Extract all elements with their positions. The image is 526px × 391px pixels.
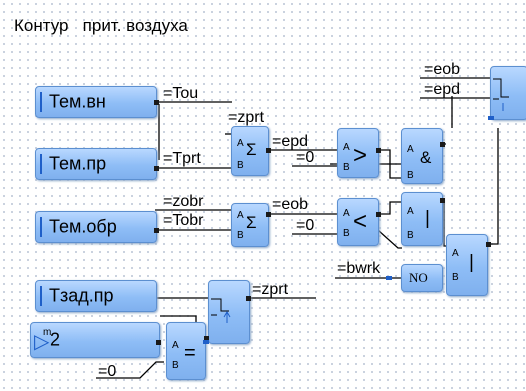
pin-connector <box>376 212 381 217</box>
pin-connector <box>386 276 392 280</box>
input-block-tzad-pr[interactable]: Тзад.пр <box>35 280 157 312</box>
input-label: Тем.вн <box>49 91 106 112</box>
wire-label: =epd <box>424 81 461 98</box>
pin-b-label: B <box>237 160 244 171</box>
wire <box>377 229 402 249</box>
pin-connector <box>266 212 271 217</box>
selector-block-top[interactable] <box>490 66 526 120</box>
sum-symbol: Σ <box>246 213 257 232</box>
compare-less-block[interactable]: A B < <box>337 198 379 246</box>
wire-label: =0 <box>98 363 117 380</box>
page-title: Контур прит. воздуха <box>14 16 188 35</box>
input-marker-icon <box>40 154 42 174</box>
pin-connector <box>486 242 491 247</box>
selector-block-bottom[interactable] <box>208 280 250 344</box>
input-marker-icon <box>40 217 42 237</box>
wire-label: =Tprt <box>163 150 201 167</box>
pin-a-label: A <box>237 210 244 221</box>
pin-b-label: B <box>452 272 459 283</box>
and-block[interactable]: A B & <box>401 128 443 184</box>
constant-block-2[interactable]: ▷ m 2 <box>30 322 160 358</box>
pin-a-label: A <box>452 248 459 259</box>
pin-a-label: A <box>343 208 350 219</box>
switch-icon <box>493 78 509 111</box>
sum-block-1[interactable]: A B Σ <box>231 126 269 176</box>
pin-a-label: A <box>172 340 179 351</box>
or-block-1[interactable]: A B | <box>401 192 443 246</box>
or-block-2[interactable]: A B | <box>446 234 488 296</box>
wire-label: =zprt <box>228 109 265 126</box>
wire-label: =Tobr <box>163 212 204 229</box>
pin-connector <box>246 296 251 301</box>
compare-greater-block[interactable]: A B > <box>337 128 379 178</box>
wire-label: =epd <box>272 133 309 150</box>
pin-connector <box>203 340 209 344</box>
not-block[interactable]: NO <box>401 264 443 292</box>
pin-b-label: B <box>343 228 350 239</box>
wire-label: =eob <box>272 196 309 213</box>
pin-connector <box>440 198 445 203</box>
wire-label: =eob <box>424 61 461 78</box>
pin-a-label: A <box>407 144 414 155</box>
pin-b-label: B <box>343 162 350 173</box>
wire-label: =zobr <box>163 193 204 210</box>
input-block-tem-pr[interactable]: Тем.пр <box>35 148 157 180</box>
wire-label: =Tou <box>163 85 199 102</box>
wire-label: =zprt <box>252 281 289 298</box>
input-label: 2 <box>50 329 61 350</box>
equal-symbol: = <box>184 342 196 364</box>
pin-connector <box>204 336 209 341</box>
wire-label: =0 <box>296 217 315 234</box>
less-symbol: < <box>353 208 368 235</box>
pin-connector <box>440 142 445 147</box>
wire-label: =bwrk <box>337 260 381 277</box>
input-marker-icon <box>40 92 42 112</box>
equal-block[interactable]: A B = <box>166 322 206 380</box>
pin-a-label: A <box>237 138 244 149</box>
sum-block-2[interactable]: A B Σ <box>231 203 269 247</box>
input-block-tem-obr[interactable]: Тем.обр <box>35 211 157 243</box>
pin-connector <box>488 116 494 120</box>
triangle-marker-icon: ▷ <box>34 331 50 353</box>
input-marker-icon <box>40 286 42 306</box>
wire <box>488 128 499 245</box>
or-symbol: | <box>425 208 430 229</box>
pin-a-label: A <box>407 206 414 217</box>
not-symbol: NO <box>409 270 428 285</box>
superscript-m: m <box>43 327 52 338</box>
pin-connector <box>154 100 159 105</box>
switch-icon <box>211 298 231 323</box>
input-label: Тзад.пр <box>49 285 114 306</box>
wire <box>378 149 402 179</box>
or-symbol: | <box>469 252 474 273</box>
input-block-tem-vn[interactable]: Тем.вн <box>35 86 157 118</box>
pin-a-label: A <box>343 142 350 153</box>
and-symbol: & <box>420 148 432 167</box>
pin-b-label: B <box>237 230 244 241</box>
sum-symbol: Σ <box>246 140 257 159</box>
input-label: Тем.пр <box>49 153 107 174</box>
pin-connector <box>156 340 161 345</box>
greater-symbol: > <box>353 142 368 169</box>
input-label: Тем.обр <box>49 216 117 237</box>
pin-connector <box>266 148 271 153</box>
pin-b-label: B <box>407 230 414 241</box>
wire <box>378 201 402 215</box>
pin-connector <box>376 148 381 153</box>
pin-connector <box>154 166 159 171</box>
pin-b-label: B <box>407 170 414 181</box>
pin-connector <box>154 228 159 233</box>
pin-b-label: B <box>172 360 179 371</box>
wire-label: =0 <box>296 149 315 166</box>
